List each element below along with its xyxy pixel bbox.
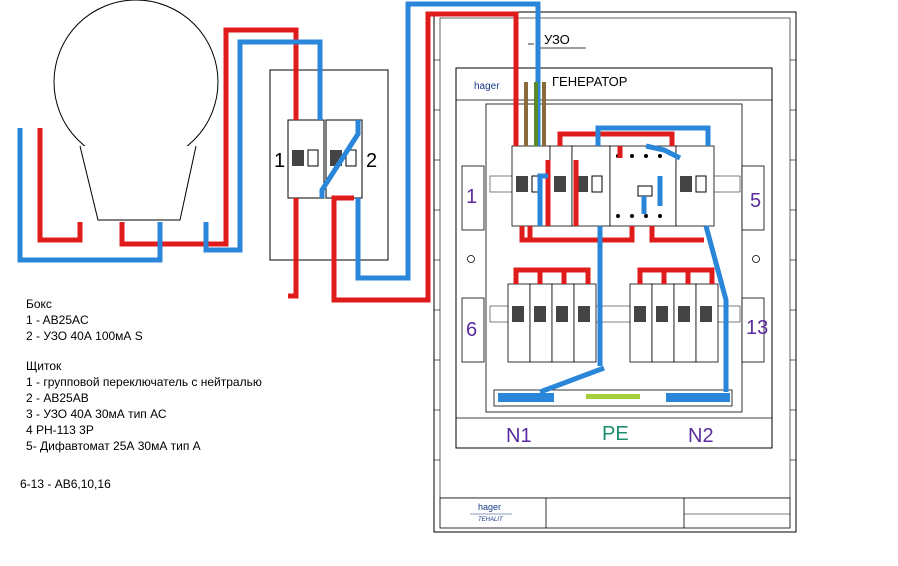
legend-panel-item: 4 РН-113 3Р — [26, 423, 94, 437]
box-breaker-ab25ac — [287, 119, 325, 199]
legend-box-item: 2 - УЗО 40А 100мА S — [26, 329, 143, 343]
bus-label-pe: PE — [602, 423, 629, 445]
label-generator: ГЕНЕРАТОР — [552, 74, 627, 89]
brand-sub-label: TEHALIT — [478, 517, 504, 523]
group-switch — [511, 145, 551, 227]
legend-panel-item-5: 5- Дифавтомат 25А 30мА тип А — [26, 438, 262, 454]
legend-panel-item: 3 - УЗО 40А 30мА тип АС — [26, 407, 167, 421]
legend: Бокс 1 - AB25AC 2 - УЗО 40А 100мА S Щито… — [26, 296, 262, 454]
legend-panel-item: 2 - АВ25АВ — [26, 391, 89, 405]
box-right-number: 2 — [366, 150, 377, 172]
legend-panel-title: Щиток — [26, 359, 62, 373]
neutral-wires — [17, 1, 729, 395]
bus-label-n2: N2 — [688, 425, 714, 447]
hager-logo: hager — [474, 81, 500, 92]
panel-label-6: 6 — [466, 319, 477, 341]
panel-label-5: 5 — [750, 190, 761, 212]
phase-wires — [37, 11, 715, 303]
legend-box-item: 1 - AB25AC — [26, 313, 89, 327]
bus-label-n1: N1 — [506, 425, 532, 447]
box-left-number: 1 — [274, 150, 285, 172]
row2-breakers — [507, 283, 719, 363]
legend-box-title: Бокс — [26, 297, 52, 311]
legend-item-text: - Дифавтомат 25А 30мА тип А — [32, 439, 201, 453]
title-block: hager TEHALIT — [439, 497, 791, 529]
legend-bottom: 6-13 - АВ6,10,16 — [20, 477, 111, 491]
generator-wires — [524, 82, 546, 146]
panel-label-13: 13 — [746, 317, 768, 339]
frame-ticks — [434, 59, 796, 461]
brand-label: hager — [478, 502, 501, 512]
label-uzo: УЗО — [544, 32, 570, 47]
legend-item-number: 5 — [26, 439, 33, 453]
legend-bottom-text: - АВ6,10,16 — [44, 477, 111, 491]
rcbo-25a — [675, 145, 715, 227]
legend-panel-item: 1 - групповой переключатель с нейтралью — [26, 375, 262, 389]
meter — [53, 0, 219, 221]
breaker-ab25ab — [549, 145, 573, 227]
panel-label-1: 1 — [466, 186, 477, 208]
legend-bottom-number: 6-13 — [20, 477, 45, 491]
